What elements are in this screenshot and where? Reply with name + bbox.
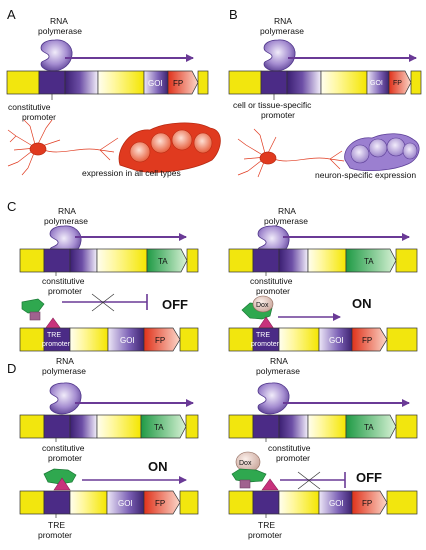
construct-d-right: TA [228,414,418,439]
rna-polymerase-icon [257,382,290,415]
tre-promoter-label-d1: promoter [38,530,72,540]
rna-polymerase-label-c-2: polymerase [44,216,88,226]
rna-polymerase-icon [49,382,82,415]
rna-polymerase-label-d: RNA [56,356,74,366]
construct-b: GOI FP [228,70,422,95]
tre-binding-site [261,478,279,491]
rna-polymerase-label-c3: RNA [278,206,296,216]
tre-label-d2: TRE [258,520,275,530]
ta-label-d2: TA [364,423,374,432]
rna-polymerase-icon [40,39,73,72]
construct-c-left: TA [19,248,199,273]
construct-c-left-tre: GOI FP [19,327,199,352]
rna-polymerase-label-d2: RNA [270,356,288,366]
rta-protein-icon [43,468,77,491]
construct-d-left: TA [19,414,199,439]
rna-polymerase-label-2: polymerase [38,26,82,36]
rna-polymerase-label-d2-2: polymerase [256,366,300,376]
cells-purple-icon [344,133,420,172]
constitutive-promoter-label-c: constitutive [42,276,85,286]
cells-red-icon [118,122,221,173]
state-off-c: OFF [162,297,188,312]
construct-c-right-tre: GOI FP [228,327,418,352]
construct-d-right-tre: GOI FP [228,490,418,515]
tre-promoter-label-d2: promoter [248,530,282,540]
constitutive-promoter-label-c-2: promoter [48,286,82,296]
constitutive-promoter-label-d-2: promoter [48,453,82,463]
tre-promoter-label-c2: promoter [251,341,280,348]
fp-label-c2: FP [362,336,372,345]
expression-neuron-label: neuron-specific expression [315,170,416,180]
goi-label: GOI [148,79,163,88]
rta-dox-complex-icon: Dox [231,451,267,489]
panel-label-b: B [229,7,238,22]
ta-label-c1: TA [158,257,168,266]
panel-label-d: D [7,361,16,376]
fp-label-b: FP [393,80,402,87]
construct-d-left-tre: GOI FP [19,490,199,515]
neuron-red-icon [7,119,119,176]
expression-all-label: expression in all cell types [82,168,181,178]
tre-label-d1: TRE [48,520,65,530]
ta-dox-complex-icon: Dox [241,295,275,330]
constitutive-promoter-label-d2-2: promoter [276,453,310,463]
constitutive-promoter-label-c2: constitutive [250,276,293,286]
tre-label-c2: TRE [256,332,270,339]
constitutive-promoter-label-d: constitutive [42,443,85,453]
goi-label-c2: GOI [329,336,344,345]
goi-label-b: GOI [370,80,383,87]
goi-label-c1: GOI [120,336,135,345]
tissue-promoter-label: cell or tissue-specific [233,100,312,110]
fp-label-c1: FP [155,336,165,345]
rna-polymerase-label-b: RNA [274,16,292,26]
fp-label-d1: FP [155,499,165,508]
tissue-promoter-label-2: promoter [261,110,295,120]
rna-polymerase-icon [263,39,296,72]
neuron-red-icon-b [237,128,345,178]
fp-label-d2: FP [362,499,372,508]
constitutive-promoter-label: constitutive [8,102,51,112]
construct-c-right: TA [228,248,418,273]
fp-label: FP [173,79,183,88]
panel-label-c: C [7,199,16,214]
tre-binding-site [44,317,62,330]
constitutive-promoter-label-d2: constitutive [268,443,311,453]
rna-polymerase-label-c: RNA [58,206,76,216]
ta-label-d1: TA [154,423,164,432]
tre-promoter-label-c1: promoter [42,341,71,348]
state-off-d: OFF [356,470,382,485]
constitutive-promoter-label-2: promoter [22,112,56,122]
dox-label-c: Dox [256,302,269,309]
goi-label-d2: GOI [329,499,344,508]
rna-polymerase-label-b-2: polymerase [260,26,304,36]
tre-label-c1: TRE [47,332,61,339]
state-on-c: ON [352,296,372,311]
rna-polymerase-label: RNA [50,16,68,26]
rna-polymerase-label-d-2: polymerase [42,366,86,376]
ta-label-c2: TA [364,257,374,266]
fp-segment [167,70,199,95]
goi-label-d1: GOI [118,499,133,508]
rna-polymerase-label-c3-2: polymerase [264,216,308,226]
state-on-d: ON [148,459,168,474]
construct-a: GOI FP [6,70,209,95]
dox-molecule-icon [252,295,274,313]
panel-label-a: A [7,7,16,22]
dox-label-d: Dox [239,460,252,467]
constitutive-promoter-label-c2-2: promoter [256,286,290,296]
ta-protein-icon [21,298,45,321]
